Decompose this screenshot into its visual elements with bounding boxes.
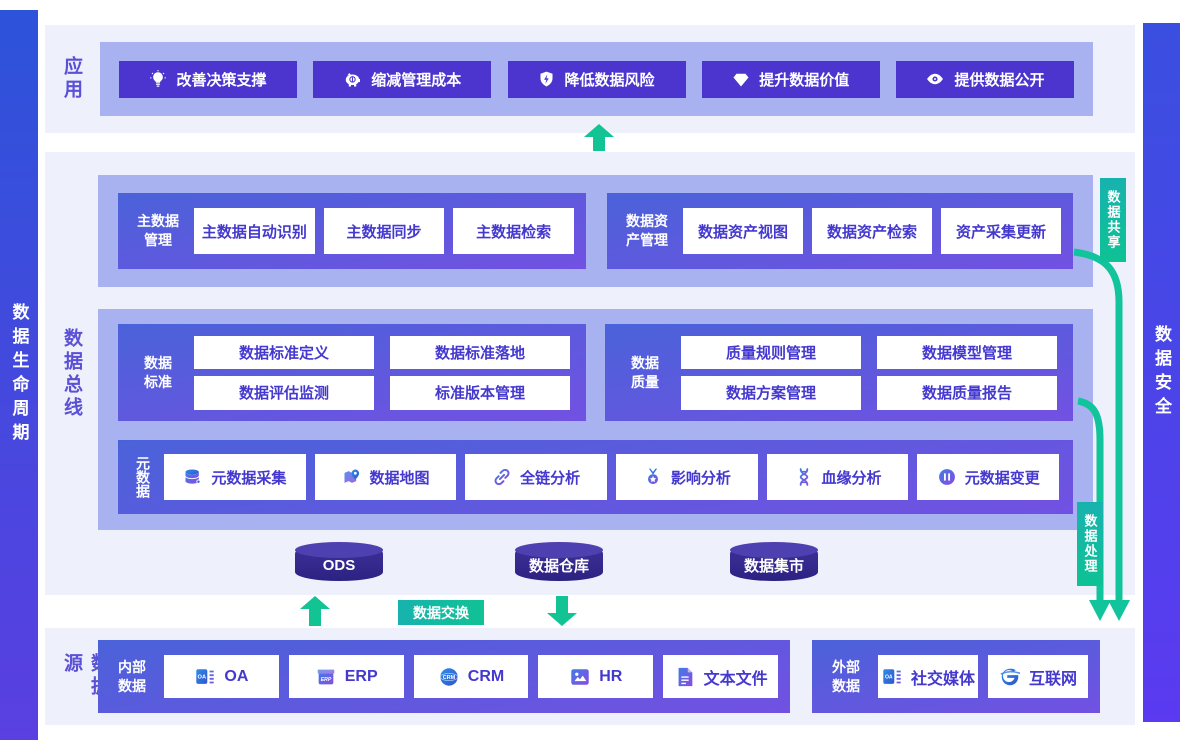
master-data-group: 主数据 管理 主数据自动识别 主数据同步 主数据检索 xyxy=(118,193,586,269)
reduce-cost-label: 缩减管理成本 xyxy=(371,71,462,89)
data-lifecycle-bar: 数据生命周期 xyxy=(0,10,38,740)
text-file-source-button[interactable]: 文本文件 xyxy=(663,655,778,698)
up-arrow-to-application xyxy=(584,124,614,156)
increase-value-label: 提升数据价值 xyxy=(759,71,850,89)
piggy-bank-icon xyxy=(345,73,361,87)
bus-band-top: 主数据 管理 主数据自动识别 主数据同步 主数据检索 数据资 产管理 数据资产视… xyxy=(98,175,1093,287)
chain-link-icon xyxy=(494,468,510,486)
standard-version-button[interactable]: 标准版本管理 xyxy=(390,376,570,410)
data-bus-section: 数据总线 主数据 管理 主数据自动识别 主数据同步 主数据检索 数据资 产管理 … xyxy=(45,152,1135,595)
dna-icon xyxy=(799,468,808,486)
data-standard-group: 数据 标准 数据标准定义 数据标准落地 数据评估监测 标准版本管理 xyxy=(118,324,586,421)
application-section: 应用 改善决策支撑 缩减管理成本 降低数据风险 xyxy=(45,25,1135,133)
database-icon xyxy=(185,469,201,484)
svg-text:ERP: ERP xyxy=(320,677,331,683)
data-warehouse-node: 数据仓库 xyxy=(515,542,603,581)
eye-icon xyxy=(927,73,944,85)
svg-text:OA: OA xyxy=(885,674,893,680)
increase-value-button[interactable]: 提升数据价值 xyxy=(701,60,880,98)
data-security-bar: 数据安全 xyxy=(1143,23,1180,722)
bus-band-bottom: 数据 标准 数据标准定义 数据标准落地 数据评估监测 标准版本管理 数据 质量 … xyxy=(98,309,1093,530)
internal-data-label: 内部 数据 xyxy=(118,658,146,694)
metadata-group: 元数据 元数据采集 数 xyxy=(118,440,1073,514)
application-section-label: 应用 xyxy=(61,56,82,102)
internet-icon xyxy=(1000,668,1021,685)
master-data-sync-button[interactable]: 主数据同步 xyxy=(323,208,445,254)
map-pin-icon xyxy=(344,469,359,483)
standard-define-button[interactable]: 数据标准定义 xyxy=(194,335,374,369)
svg-text:CRM: CRM xyxy=(443,675,456,681)
external-data-group: 外部 数据 OA 社交媒体 互联网 xyxy=(812,640,1100,713)
data-asset-label: 数据资 产管理 xyxy=(626,213,668,248)
reduce-cost-button[interactable]: 缩减管理成本 xyxy=(313,60,492,98)
data-quality-group: 数据 质量 质量规则管理 数据模型管理 数据方案管理 数据质量报告 xyxy=(605,324,1073,421)
data-process-tag: 数据处理 xyxy=(1077,502,1103,586)
reduce-risk-label: 降低数据风险 xyxy=(564,71,655,89)
hr-source-button[interactable]: HR xyxy=(538,655,654,698)
open-data-label: 提供数据公开 xyxy=(954,71,1045,89)
text-file-icon xyxy=(678,667,692,686)
data-bus-section-label: 数据总线 xyxy=(61,327,82,420)
data-share-tag: 数据共享 xyxy=(1100,178,1126,262)
crm-icon: CRM xyxy=(439,667,458,686)
master-data-label: 主数据 管理 xyxy=(137,213,179,248)
crm-source-button[interactable]: CRM CRM xyxy=(413,655,529,698)
data-model-button[interactable]: 数据模型管理 xyxy=(877,335,1057,369)
reduce-risk-button[interactable]: 降低数据风险 xyxy=(507,60,686,98)
change-circle-icon xyxy=(938,469,955,485)
internet-source-button[interactable]: 互联网 xyxy=(988,655,1088,698)
shield-bolt-icon xyxy=(540,71,554,87)
full-chain-analysis-button[interactable]: 全链分析 xyxy=(465,454,608,500)
metadata-label: 元数据 xyxy=(135,456,151,498)
improve-decision-button[interactable]: 改善决策支撑 xyxy=(119,60,297,98)
social-media-source-button[interactable]: OA 社交媒体 xyxy=(878,655,978,698)
metadata-collect-button[interactable]: 元数据采集 xyxy=(164,454,306,500)
data-exchange-tag: 数据交换 xyxy=(398,600,484,625)
data-mart-node: 数据集市 xyxy=(730,542,818,581)
erp-icon: ERP xyxy=(317,669,334,684)
medal-icon xyxy=(647,468,658,485)
lineage-analysis-button[interactable]: 血缘分析 xyxy=(766,454,909,500)
asset-collect-update-button[interactable]: 资产采集更新 xyxy=(941,208,1061,254)
master-data-auto-id-button[interactable]: 主数据自动识别 xyxy=(194,208,315,254)
master-data-search-button[interactable]: 主数据检索 xyxy=(453,208,575,254)
data-security-label: 数据安全 xyxy=(1152,324,1171,421)
data-quality-label: 数据 质量 xyxy=(631,354,659,390)
svg-text:OA: OA xyxy=(198,674,207,680)
data-asset-group: 数据资 产管理 数据资产视图 数据资产检索 资产采集更新 xyxy=(607,193,1073,269)
down-arrow-to-source xyxy=(547,596,577,631)
standard-evaluate-button[interactable]: 数据评估监测 xyxy=(194,376,374,410)
ods-storage-node: ODS xyxy=(295,542,383,581)
internal-data-group: 内部 数据 OA OA ERP ERP xyxy=(98,640,790,713)
oa-source-button[interactable]: OA OA xyxy=(164,655,279,698)
up-arrow-to-bus xyxy=(300,596,330,631)
data-standard-label: 数据 标准 xyxy=(144,354,172,390)
application-band: 改善决策支撑 缩减管理成本 降低数据风险 提升数据价值 xyxy=(100,42,1093,116)
social-media-icon: OA xyxy=(883,668,901,684)
diamond-icon xyxy=(733,73,749,87)
lightbulb-icon xyxy=(150,70,167,87)
asset-view-button[interactable]: 数据资产视图 xyxy=(683,208,803,254)
metadata-change-button[interactable]: 元数据变更 xyxy=(917,454,1060,500)
data-map-button[interactable]: 数据地图 xyxy=(314,454,457,500)
external-data-label: 外部 数据 xyxy=(832,658,860,694)
oa-icon: OA xyxy=(196,668,215,684)
quality-rule-button[interactable]: 质量规则管理 xyxy=(681,335,861,369)
asset-search-button[interactable]: 数据资产检索 xyxy=(812,208,932,254)
impact-analysis-button[interactable]: 影响分析 xyxy=(616,454,758,500)
open-data-button[interactable]: 提供数据公开 xyxy=(896,60,1074,98)
data-source-section: 数据源 内部 数据 OA OA ERP ERP xyxy=(45,628,1135,725)
data-plan-button[interactable]: 数据方案管理 xyxy=(681,376,861,410)
improve-decision-label: 改善决策支撑 xyxy=(176,71,267,89)
hr-icon xyxy=(571,668,589,685)
standard-implement-button[interactable]: 数据标准落地 xyxy=(390,335,570,369)
quality-report-button[interactable]: 数据质量报告 xyxy=(877,376,1057,410)
erp-source-button[interactable]: ERP ERP xyxy=(288,655,404,698)
data-lifecycle-label: 数据生命周期 xyxy=(9,303,29,447)
